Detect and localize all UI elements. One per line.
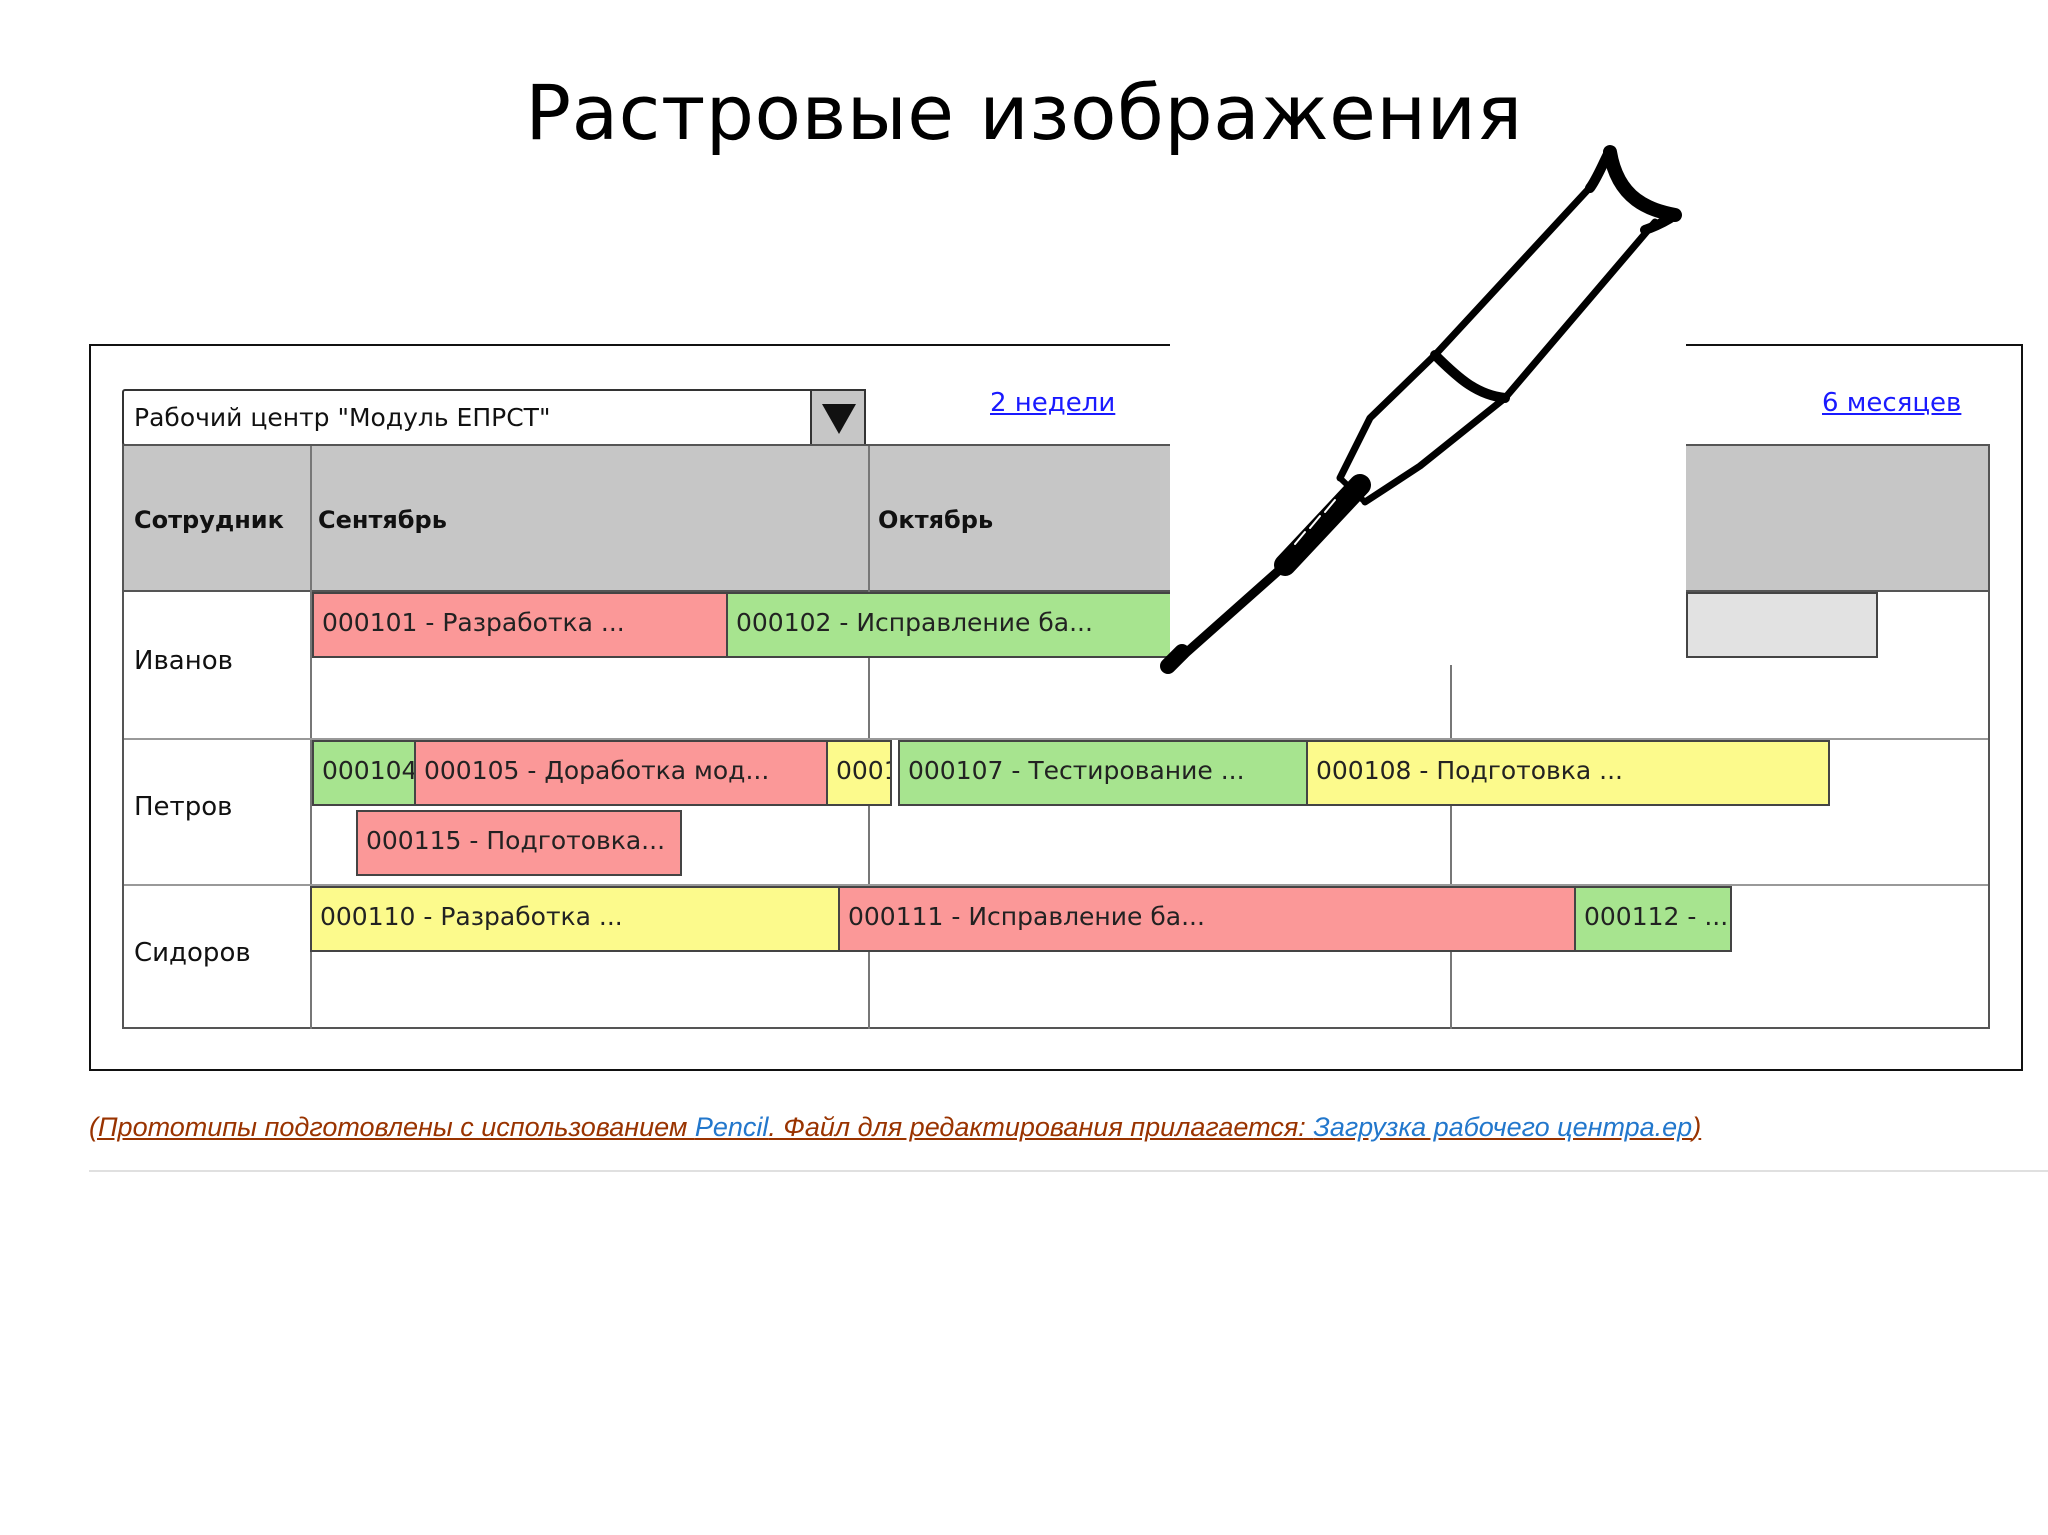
task-000106[interactable]: 000106: [826, 740, 892, 806]
employee-name-ivanov: Иванов: [134, 646, 233, 676]
employee-name-sidorov: Сидоров: [134, 938, 251, 968]
work-center-dropdown[interactable]: Рабочий центр "Модуль ЕПРСТ": [122, 389, 866, 446]
footnote-suffix: ): [1692, 1112, 1702, 1142]
task-000107[interactable]: 000107 - Тестирование ...: [898, 740, 1308, 806]
crutch-icon: [1160, 145, 1682, 674]
column-divider: [310, 446, 312, 1029]
footnote-prefix: (Прототипы подготовлены с использованием: [89, 1112, 695, 1142]
file-link[interactable]: Загрузка рабочего центра.ep: [1313, 1112, 1693, 1142]
image-cutout: [1170, 330, 1686, 665]
task-000108[interactable]: 000108 - Подготовка ...: [1306, 740, 1830, 806]
task-000110[interactable]: 000110 - Разработка ...: [310, 886, 840, 952]
task-000112[interactable]: 000112 - ...: [1574, 886, 1732, 952]
column-divider: [1450, 592, 1452, 1029]
dropdown-toggle-button[interactable]: [810, 389, 866, 446]
footer-divider: [89, 1170, 2048, 1172]
footnote: (Прототипы подготовлены с использованием…: [89, 1112, 1701, 1143]
task-000105[interactable]: 000105 - Доработка мод...: [414, 740, 828, 806]
task-000101[interactable]: 000101 - Разработка ...: [312, 592, 728, 658]
task-000104[interactable]: 000104: [312, 740, 416, 806]
schedule-grid: Сотрудник Сентябрь Октябрь Иванов Петров…: [122, 444, 1990, 1029]
period-link-6-months[interactable]: 6 месяцев: [1822, 388, 1962, 418]
header-october: Октябрь: [878, 506, 994, 534]
row-divider: [124, 738, 1988, 740]
header-september: Сентябрь: [318, 506, 447, 534]
header-employee: Сотрудник: [134, 506, 284, 534]
period-link-2-weeks[interactable]: 2 недели: [990, 388, 1116, 418]
employee-name-petrov: Петров: [134, 792, 233, 822]
triangle-down-icon: [822, 404, 856, 434]
schedule-header: Сотрудник Сентябрь Октябрь: [124, 446, 1988, 592]
task-000111[interactable]: 000111 - Исправление ба...: [838, 886, 1576, 952]
task-hidden[interactable]: [1686, 592, 1878, 658]
row-divider: [124, 884, 1988, 886]
work-center-dropdown-value: Рабочий центр "Модуль ЕПРСТ": [134, 403, 551, 432]
task-000115[interactable]: 000115 - Подготовка...: [356, 810, 682, 876]
slide-title: Растровые изображения: [525, 68, 1523, 157]
footnote-middle: . Файл для редактирования прилагается:: [768, 1112, 1314, 1142]
column-divider: [868, 446, 870, 1029]
pencil-link[interactable]: Pencil: [694, 1112, 769, 1142]
